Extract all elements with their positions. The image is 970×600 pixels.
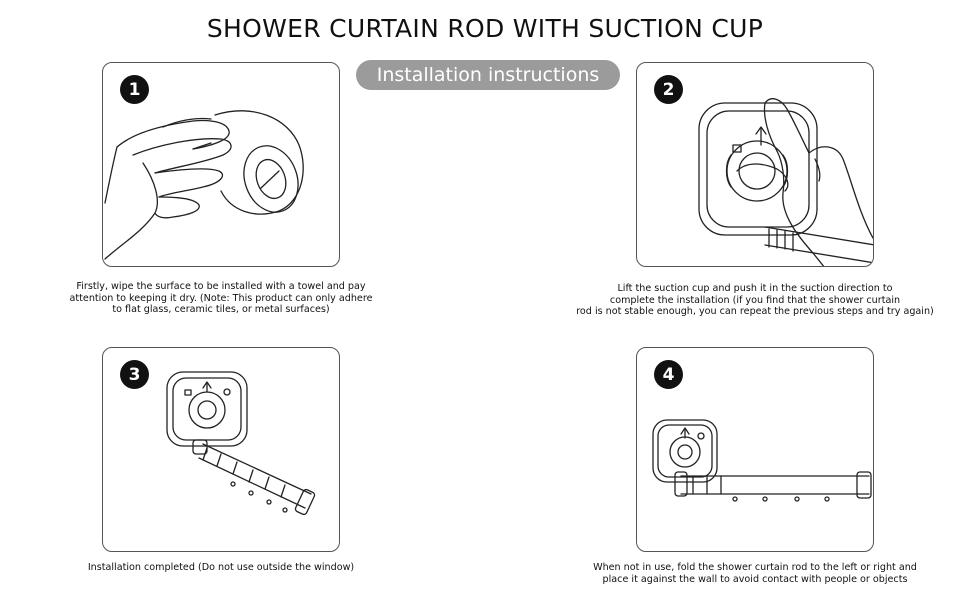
folded-rod-illustration (652, 419, 872, 502)
instructions-badge: Installation instructions (356, 60, 620, 90)
installed-rod-illustration (166, 371, 316, 516)
step-1-caption: Firstly, wipe the surface to be installe… (69, 281, 373, 315)
step-3-panel: 3 (102, 347, 340, 552)
step-1-panel: 1 (102, 62, 340, 267)
step-2-caption: Lift the suction cup and push it in the … (576, 283, 934, 317)
step-4-panel: 4 (636, 347, 874, 552)
step-3-caption: Installation completed (Do not use outsi… (87, 562, 355, 573)
step-number-badge: 2 (654, 75, 683, 104)
step-number-badge: 1 (120, 75, 149, 104)
hand-wiping-towel-illustration (104, 110, 304, 260)
page-title: SHOWER CURTAIN ROD WITH SUCTION CUP (206, 14, 764, 43)
step-number-badge: 4 (654, 360, 683, 389)
step-4-caption: When not in use, fold the shower curtain… (593, 562, 917, 585)
step-2-panel: 2 (636, 62, 874, 267)
step-number-badge: 3 (120, 360, 149, 389)
hand-pushing-suction-cup-illustration (698, 98, 873, 266)
